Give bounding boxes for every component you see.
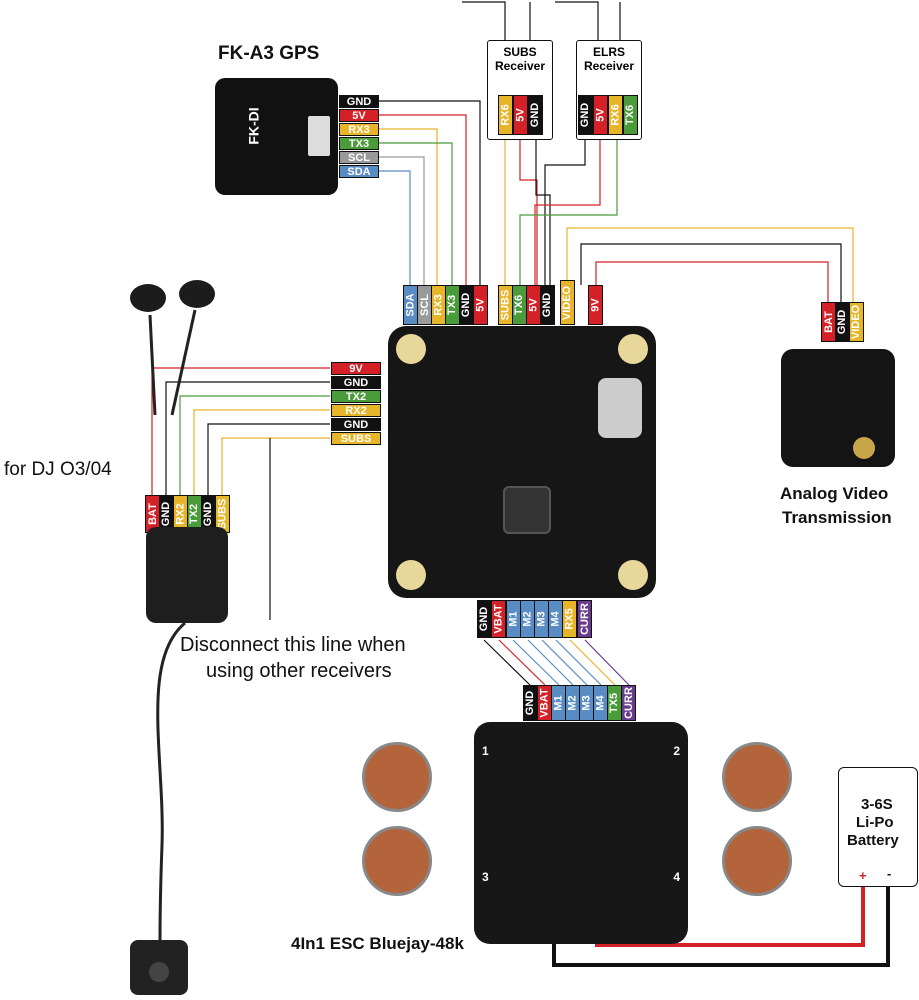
esc-pin-tx5: TX5 — [607, 685, 622, 721]
vtx-antenna-connector — [853, 437, 875, 459]
fc-mount-hole-tl — [396, 334, 426, 364]
elrs-pin-tx6: TX6 — [623, 95, 638, 135]
battery-minus: - — [887, 866, 892, 881]
vtx-caption-1: Analog Video — [780, 484, 889, 503]
gps-connector — [308, 116, 330, 156]
esc-pin-gnd: GND — [523, 685, 538, 721]
fc-top-pin-tx6: TX6 — [512, 285, 527, 325]
gps-board-text: FK-DI — [245, 107, 262, 145]
motor-3 — [362, 826, 432, 896]
dji-air-unit — [146, 527, 228, 623]
elrs-receiver-title-2: Receiver — [583, 59, 635, 73]
esc-corner-1: 1 — [482, 744, 489, 758]
motor-4 — [722, 826, 792, 896]
fc-top-pin-tx3: TX3 — [445, 285, 460, 325]
subs-receiver-title-1: SUBS — [503, 45, 537, 59]
subs-receiver-title-2: Receiver — [494, 59, 546, 73]
dji-label: for DJ O3/04 — [4, 459, 112, 480]
analog-vtx-board — [781, 349, 895, 467]
esc-corner-4: 4 — [673, 870, 680, 884]
esc-pin-curr: CURR — [621, 685, 636, 721]
fc-left-pin-9v: 9V — [331, 362, 381, 375]
fc-bottom-pin-m3: M3 — [534, 600, 549, 638]
fc-left-pin-subs: SUBS — [331, 432, 381, 445]
fc-top-pin-gnd: GND — [459, 285, 474, 325]
fc-inductor — [503, 486, 551, 534]
fc-left-pin-tx2: TX2 — [331, 390, 381, 403]
vtx-pin-gnd: GND — [835, 302, 850, 342]
elrs-receiver-title-1: ELRS — [592, 45, 625, 59]
motor-2 — [722, 742, 792, 812]
fc-top-pin-sda: SDA — [403, 285, 418, 325]
gps-pin-tx3: TX3 — [339, 137, 379, 150]
esc-pin-m2: M2 — [565, 685, 580, 721]
subs-pin-gnd: GND — [528, 95, 543, 135]
fc-bottom-pin-curr: CURR — [577, 600, 592, 638]
gps-title: FK-A3 GPS — [218, 43, 320, 64]
esc-pin-m1: M1 — [551, 685, 566, 721]
fc-top-pin-subs: SUBS — [498, 285, 513, 325]
gps-pin-rx3: RX3 — [339, 123, 379, 136]
elrs-pin-5v: 5V — [593, 95, 608, 135]
fc-left-pin-gnd-2: GND — [331, 418, 381, 431]
flight-controller-board — [388, 326, 656, 598]
vtx-pin-bat: BAT — [821, 302, 836, 342]
esc-corner-2: 2 — [673, 744, 680, 758]
fc-top-pin-5v: 5V — [473, 285, 488, 325]
battery-plus: + — [859, 868, 867, 883]
esc-pin-vbat: VBAT — [537, 685, 552, 721]
esc-caption: 4In1 ESC Bluejay-48k — [291, 934, 464, 953]
lipo-battery: 3-6S Li-Po Battery + - — [838, 767, 918, 887]
disconnect-note-2: using other receivers — [206, 660, 392, 682]
fc-top-pin-5v-2: 5V — [526, 285, 541, 325]
fc-top-pin-9v: 9V — [588, 285, 603, 325]
gps-pin-5v: 5V — [339, 109, 379, 122]
esc-pin-m3: M3 — [579, 685, 594, 721]
vtx-pin-video: VIDEO — [849, 302, 864, 342]
motor-1 — [362, 742, 432, 812]
fc-usb-port — [598, 378, 642, 438]
fc-top-pin-rx3: RX3 — [431, 285, 446, 325]
subs-pin-5v: 5V — [513, 95, 528, 135]
battery-line-2: Li-Po — [856, 814, 894, 831]
fc-bottom-pin-m2: M2 — [520, 600, 535, 638]
fc-left-pin-rx2: RX2 — [331, 404, 381, 417]
fc-top-pin-gnd-2: GND — [540, 285, 555, 325]
elrs-pin-rx6: RX6 — [608, 95, 623, 135]
fc-mount-hole-br — [618, 560, 648, 590]
fc-bottom-pin-gnd: GND — [477, 600, 492, 638]
subs-pin-rx6: RX6 — [498, 95, 513, 135]
battery-line-3: Battery — [847, 832, 899, 849]
fc-bottom-pin-vbat: VBAT — [491, 600, 506, 638]
fc-bottom-pin-m4: M4 — [548, 600, 563, 638]
gps-module: FK-DI — [215, 78, 338, 195]
gps-pin-gnd: GND — [339, 95, 379, 108]
fc-bottom-pin-rx5: RX5 — [562, 600, 577, 638]
disconnect-note-1: Disconnect this line when — [180, 634, 406, 656]
fc-bottom-pin-m1: M1 — [506, 600, 521, 638]
elrs-pin-gnd: GND — [578, 95, 593, 135]
fc-mount-hole-bl — [396, 560, 426, 590]
vtx-caption-2: Transmission — [782, 508, 892, 527]
battery-line-1: 3-6S — [861, 796, 893, 813]
fc-top-pin-video: VIDEO — [560, 280, 575, 325]
esc-pin-m4: M4 — [593, 685, 608, 721]
gps-pin-sda: SDA — [339, 165, 379, 178]
gps-pin-scl: SCL — [339, 151, 379, 164]
esc-board: 1 2 3 4 — [474, 722, 688, 944]
fc-top-pin-scl: SCL — [417, 285, 432, 325]
esc-corner-3: 3 — [482, 870, 489, 884]
fc-left-pin-gnd: GND — [331, 376, 381, 389]
fc-mount-hole-tr — [618, 334, 648, 364]
